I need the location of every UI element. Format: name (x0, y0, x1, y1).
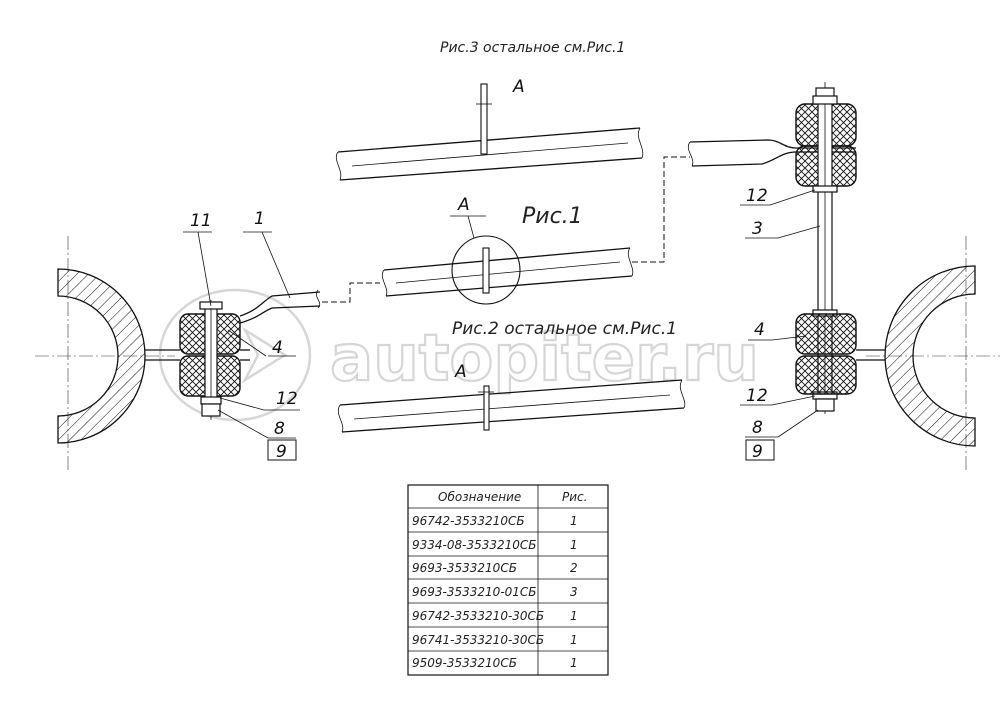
fig1-bar (381, 156, 690, 305)
table-row-6-designation: 96741-3533210-30СБ (412, 633, 544, 647)
left-bushing-assembly (179, 300, 250, 420)
right-label-3: 3 (752, 219, 763, 239)
fig2-caption: Рис.2 остальное см.Рис.1 (452, 319, 677, 339)
table-row-6-figure: 1 (570, 633, 578, 647)
table-header-figure: Рис. (562, 490, 587, 504)
table-row-3-designation: 9693-3533210СБ (412, 561, 517, 575)
right-bottom-bushing (795, 313, 885, 395)
table-row-5-figure: 1 (570, 609, 578, 623)
fig2-view-letter: A (454, 362, 467, 382)
right-label-12-bottom: 12 (746, 386, 768, 406)
left-label-1: 1 (254, 209, 265, 229)
watermark-text: autopiter.ru (330, 322, 759, 396)
right-label-8: 8 (752, 418, 763, 438)
fig3-caption: Рис.3 остальное см.Рис.1 (440, 40, 625, 56)
table-row-4-designation: 9693-3533210-01СБ (412, 585, 537, 599)
right-label-4: 4 (754, 320, 765, 340)
right-label-12-top: 12 (746, 186, 768, 206)
table-row-1-designation: 96742-3533210СБ (412, 514, 525, 528)
right-callout-lines (740, 189, 821, 461)
table-row-2-designation: 9334-08-3533210СБ (412, 538, 537, 552)
watermark-logo (158, 288, 312, 422)
fig1-view-letter: A (457, 195, 470, 215)
fig3-view-letter: A (512, 77, 525, 97)
designation-table (407, 484, 609, 676)
left-callout-lines (183, 231, 300, 461)
table-row-7-designation: 9509-3533210СБ (412, 656, 517, 670)
fig2-bar (337, 379, 686, 433)
table-row-3-figure: 2 (570, 561, 578, 575)
right-label-9: 9 (752, 442, 763, 462)
left-label-12: 12 (276, 389, 298, 409)
left-label-11: 11 (190, 211, 212, 231)
table-row-1-figure: 1 (570, 514, 578, 528)
fig1-caption: Рис.1 (522, 204, 583, 229)
left-frame-section (35, 236, 180, 472)
left-strap (239, 282, 380, 324)
table-row-5-designation: 96742-3533210-30СБ (412, 609, 544, 623)
left-label-8: 8 (274, 419, 285, 439)
right-frame-section (866, 236, 1000, 472)
table-row-2-figure: 1 (570, 538, 578, 552)
table-row-4-figure: 3 (570, 585, 578, 599)
left-label-4: 4 (272, 338, 283, 358)
table-row-7-figure: 1 (570, 656, 578, 670)
left-label-9: 9 (276, 442, 287, 462)
table-header-designation: Обозначение (438, 490, 521, 504)
fig3-bar (335, 83, 644, 181)
right-strap (687, 139, 797, 167)
